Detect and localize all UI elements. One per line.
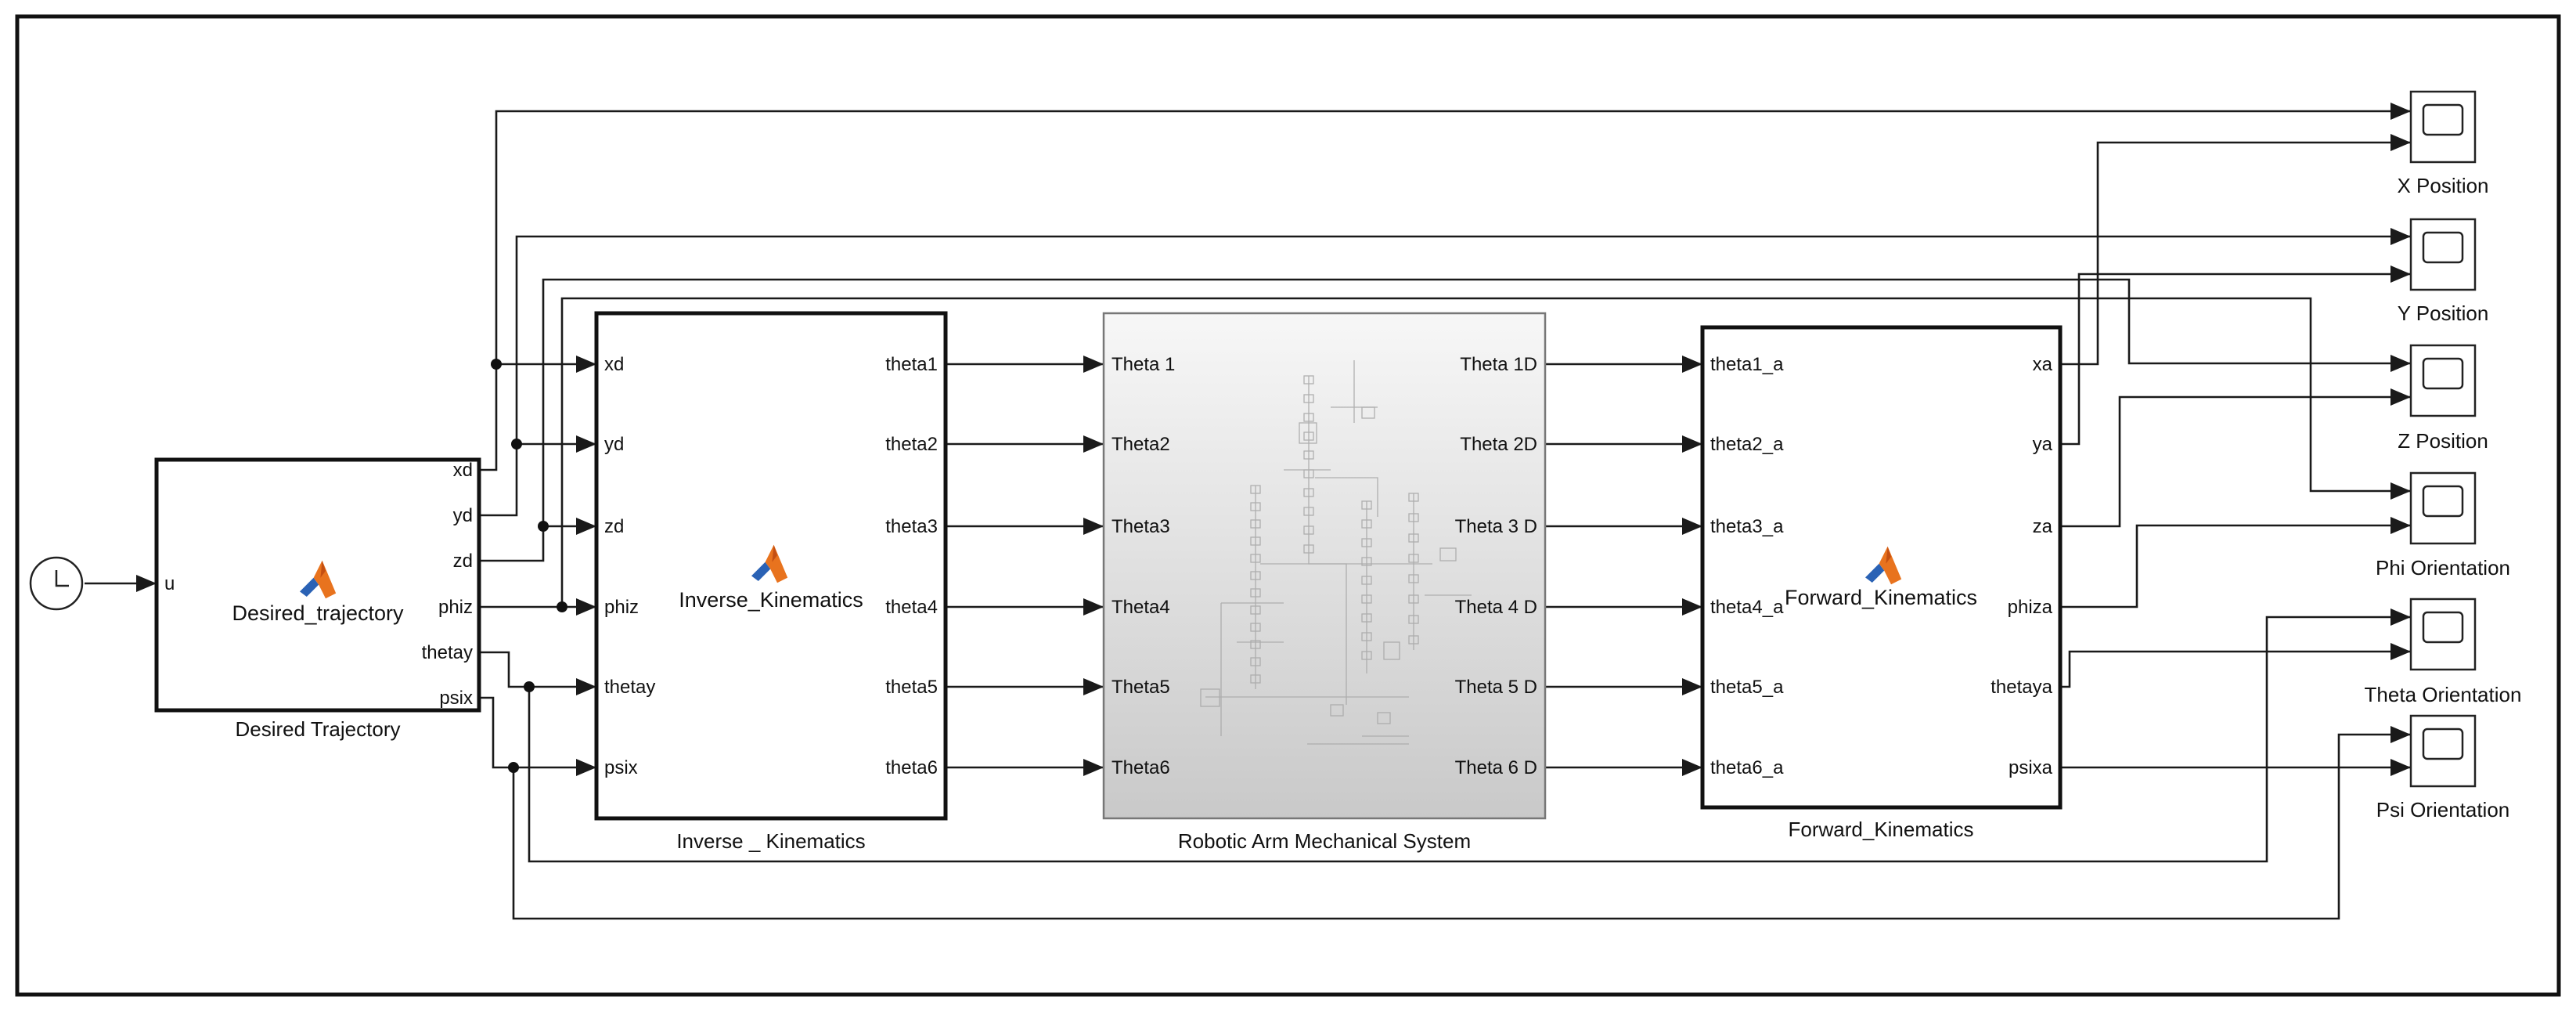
branch-point — [511, 439, 522, 450]
port-label-theta-4d: Theta 4 D — [1455, 597, 1537, 618]
port-label-psix: psix — [604, 757, 638, 778]
wire-thetay-to-theta-scope[interactable] — [528, 608, 2411, 863]
port-label-theta3-a: theta3_a — [1710, 516, 1784, 537]
port-label-theta5-a: theta5_a — [1710, 677, 1784, 698]
port-label-theta4: theta4 — [885, 597, 938, 618]
robotic-arm-subsystem-block[interactable]: Theta 1 Theta2 Theta3 Theta4 Theta5 Thet… — [1102, 312, 1547, 853]
wire-phiz-to-phi-scope[interactable] — [560, 297, 2411, 607]
port-label-za: za — [2033, 516, 2053, 537]
wire-zd[interactable] — [479, 518, 596, 562]
subsystem-preview — [1200, 360, 1472, 745]
wire-thetaya-to-theta-scope[interactable] — [2060, 643, 2411, 688]
signal-lines — [85, 103, 2411, 920]
wire-zd-to-z-scope[interactable] — [542, 278, 2411, 526]
port-label-theta2-a: theta2_a — [1710, 434, 1784, 455]
port-label-phiza: phiza — [2008, 597, 2053, 618]
branch-point — [557, 601, 567, 612]
scope-x-position[interactable]: X Position — [2397, 90, 2489, 197]
scope-psi-orientation[interactable]: Psi Orientation — [2376, 714, 2510, 821]
scope-phi-orientation[interactable]: Phi Orientation — [2376, 471, 2510, 580]
port-label-theta2: Theta2 — [1111, 434, 1170, 455]
port-label-theta-6d: Theta 6 D — [1455, 757, 1537, 778]
port-label-zd: zd — [453, 551, 473, 572]
port-label-u: u — [164, 573, 175, 594]
port-label-thetay: thetay — [422, 642, 473, 663]
scope-label: X Position — [2397, 174, 2488, 197]
port-label-theta-5d: Theta 5 D — [1455, 677, 1537, 698]
port-label-theta-3d: Theta 3 D — [1455, 516, 1537, 537]
port-label-theta4: Theta4 — [1111, 597, 1170, 618]
scope-label: Phi Orientation — [2376, 556, 2510, 580]
wire-yd-to-y-scope[interactable] — [515, 228, 2411, 444]
port-label-yd: yd — [604, 434, 624, 455]
block-caption: Forward_Kinematics — [1789, 818, 1974, 841]
port-label-theta3: Theta3 — [1111, 516, 1170, 537]
port-label-thetay: thetay — [604, 677, 655, 698]
port-label-theta6-a: theta6_a — [1710, 757, 1784, 778]
wire-xd[interactable] — [479, 356, 596, 471]
port-label-theta3: theta3 — [885, 516, 938, 537]
scope-icon — [2409, 218, 2477, 291]
port-label-theta5: Theta5 — [1111, 677, 1170, 698]
wire-ya-to-y-scope[interactable] — [2060, 265, 2411, 446]
port-label-xa: xa — [2033, 354, 2053, 375]
scope-z-position[interactable]: Z Position — [2398, 344, 2488, 453]
block-title: Desired_trajectory — [232, 601, 404, 625]
port-label-zd: zd — [604, 516, 624, 537]
port-label-xd: xd — [453, 460, 473, 481]
port-label-psix: psix — [439, 688, 473, 709]
wire-za-to-z-scope[interactable] — [2060, 388, 2411, 528]
port-label-yd: yd — [453, 505, 473, 526]
block-caption: Robotic Arm Mechanical System — [1178, 829, 1471, 853]
port-label-theta5: theta5 — [885, 677, 938, 698]
port-label-theta-1: Theta 1 — [1111, 354, 1175, 375]
scope-label: Psi Orientation — [2376, 798, 2510, 821]
branch-point — [491, 359, 502, 370]
scope-icon — [2409, 598, 2477, 671]
port-label-phiz: phiz — [438, 597, 473, 618]
block-caption: Desired Trajectory — [236, 717, 401, 741]
block-title: Inverse_Kinematics — [679, 588, 863, 612]
scope-label: Y Position — [2398, 301, 2489, 325]
inverse-kinematics-block[interactable]: xd yd zd phiz thetay psix Inverse_Kinema… — [594, 311, 948, 853]
port-label-psixa: psixa — [2009, 757, 2053, 778]
scope-y-position[interactable]: Y Position — [2398, 218, 2489, 325]
port-label-theta-1d: Theta 1D — [1460, 354, 1537, 375]
port-label-theta2: theta2 — [885, 434, 938, 455]
wire-psix[interactable] — [479, 696, 596, 776]
wire-thetay[interactable] — [479, 651, 596, 695]
wire-psix-to-psi-scope[interactable] — [512, 726, 2411, 920]
block-caption: Inverse _ Kinematics — [676, 829, 865, 853]
port-label-theta1: theta1 — [885, 354, 938, 375]
port-label-theta6: theta6 — [885, 757, 938, 778]
scope-theta-orientation[interactable]: Theta Orientation — [2365, 598, 2522, 706]
wire-phiza-to-phi-scope[interactable] — [2060, 517, 2411, 608]
port-label-theta4-a: theta4_a — [1710, 597, 1784, 618]
port-label-theta6: Theta6 — [1111, 757, 1170, 778]
scope-label: Theta Orientation — [2365, 683, 2522, 706]
port-label-ya: ya — [2033, 434, 2053, 455]
wire-yd[interactable] — [479, 435, 596, 517]
block-title: Forward_Kinematics — [1785, 586, 1977, 609]
branch-point — [508, 762, 519, 773]
branch-point — [524, 681, 535, 692]
scope-label: Z Position — [2398, 429, 2488, 453]
port-label-theta-2d: Theta 2D — [1460, 434, 1537, 455]
branch-point — [538, 521, 549, 532]
wire-xd-to-x-scope[interactable] — [495, 103, 2411, 364]
port-label-xd: xd — [604, 354, 624, 375]
clock-block[interactable] — [29, 556, 84, 611]
forward-kinematics-block[interactable]: theta1_a theta2_a theta3_a theta4_a thet… — [1700, 325, 2063, 841]
port-label-theta1-a: theta1_a — [1710, 354, 1784, 375]
port-label-phiz: phiz — [604, 597, 639, 618]
port-label-thetaya: thetaya — [1991, 677, 2052, 698]
desired-trajectory-block[interactable]: u Desired_trajectory xd yd zd phiz theta… — [154, 457, 481, 741]
